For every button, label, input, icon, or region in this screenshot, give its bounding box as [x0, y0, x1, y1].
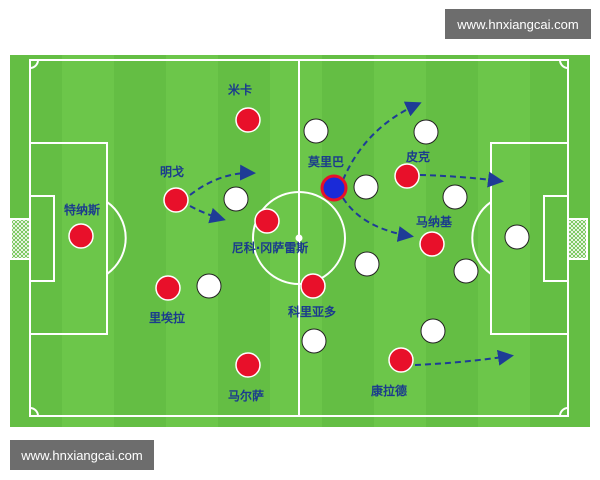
home-team — [68, 107, 445, 378]
label-nico: 尼科·冈萨雷斯 — [232, 240, 309, 255]
opponent-player — [453, 258, 479, 284]
player-pike — [394, 163, 420, 189]
opponent-team — [196, 118, 530, 354]
opponent-player — [420, 318, 446, 344]
player-teunas — [68, 223, 94, 249]
player-labels: 特纳斯 明戈 米卡 尼科·冈萨雷斯 里埃拉 科里亚多 马尔萨 莫里巴 皮克 马纳… — [64, 82, 453, 403]
player-nico — [254, 208, 280, 234]
left-goal — [10, 218, 31, 260]
label-pike: 皮克 — [405, 149, 430, 164]
player-kanglade — [388, 347, 414, 373]
arrow-kanglade — [414, 349, 514, 366]
opponent-player — [413, 119, 439, 145]
label-manaji: 马纳基 — [416, 214, 453, 229]
label-teunas: 特纳斯 — [64, 202, 100, 217]
watermark-bottom: www.hnxiangcai.com — [10, 440, 154, 470]
arrow-moliba-lower — [342, 197, 414, 242]
label-kanglade: 康拉德 — [371, 383, 407, 398]
arrow-pike — [419, 171, 504, 188]
label-mingge: 明戈 — [160, 164, 184, 179]
arrow-mingge-lower — [189, 205, 226, 224]
opponent-player — [303, 118, 329, 144]
player-keliyaduo — [300, 273, 326, 299]
label-keliyaduo: 科里亚多 — [288, 304, 336, 319]
opponent-player — [223, 186, 249, 212]
label-liaila: 里埃拉 — [149, 310, 185, 325]
player-mika — [235, 107, 261, 133]
right-goal — [567, 218, 588, 260]
arrow-moliba-upper — [342, 101, 422, 181]
run-arrows — [189, 101, 514, 366]
opponent-player — [354, 251, 380, 277]
player-maersa — [235, 352, 261, 378]
player-mingge — [163, 187, 189, 213]
player-liaila — [155, 275, 181, 301]
opponent-player — [353, 174, 379, 200]
player-moliba — [320, 174, 348, 202]
label-maersa: 马尔萨 — [228, 388, 264, 403]
label-moliba: 莫里巴 — [308, 154, 344, 169]
opponent-player — [504, 224, 530, 250]
opponent-player — [301, 328, 327, 354]
label-mika: 米卡 — [228, 82, 252, 97]
player-manaji — [419, 231, 445, 257]
watermark-top: www.hnxiangcai.com — [445, 9, 591, 39]
opponent-player — [196, 273, 222, 299]
opponent-player — [442, 184, 468, 210]
arrow-mingge-upper — [189, 164, 256, 196]
